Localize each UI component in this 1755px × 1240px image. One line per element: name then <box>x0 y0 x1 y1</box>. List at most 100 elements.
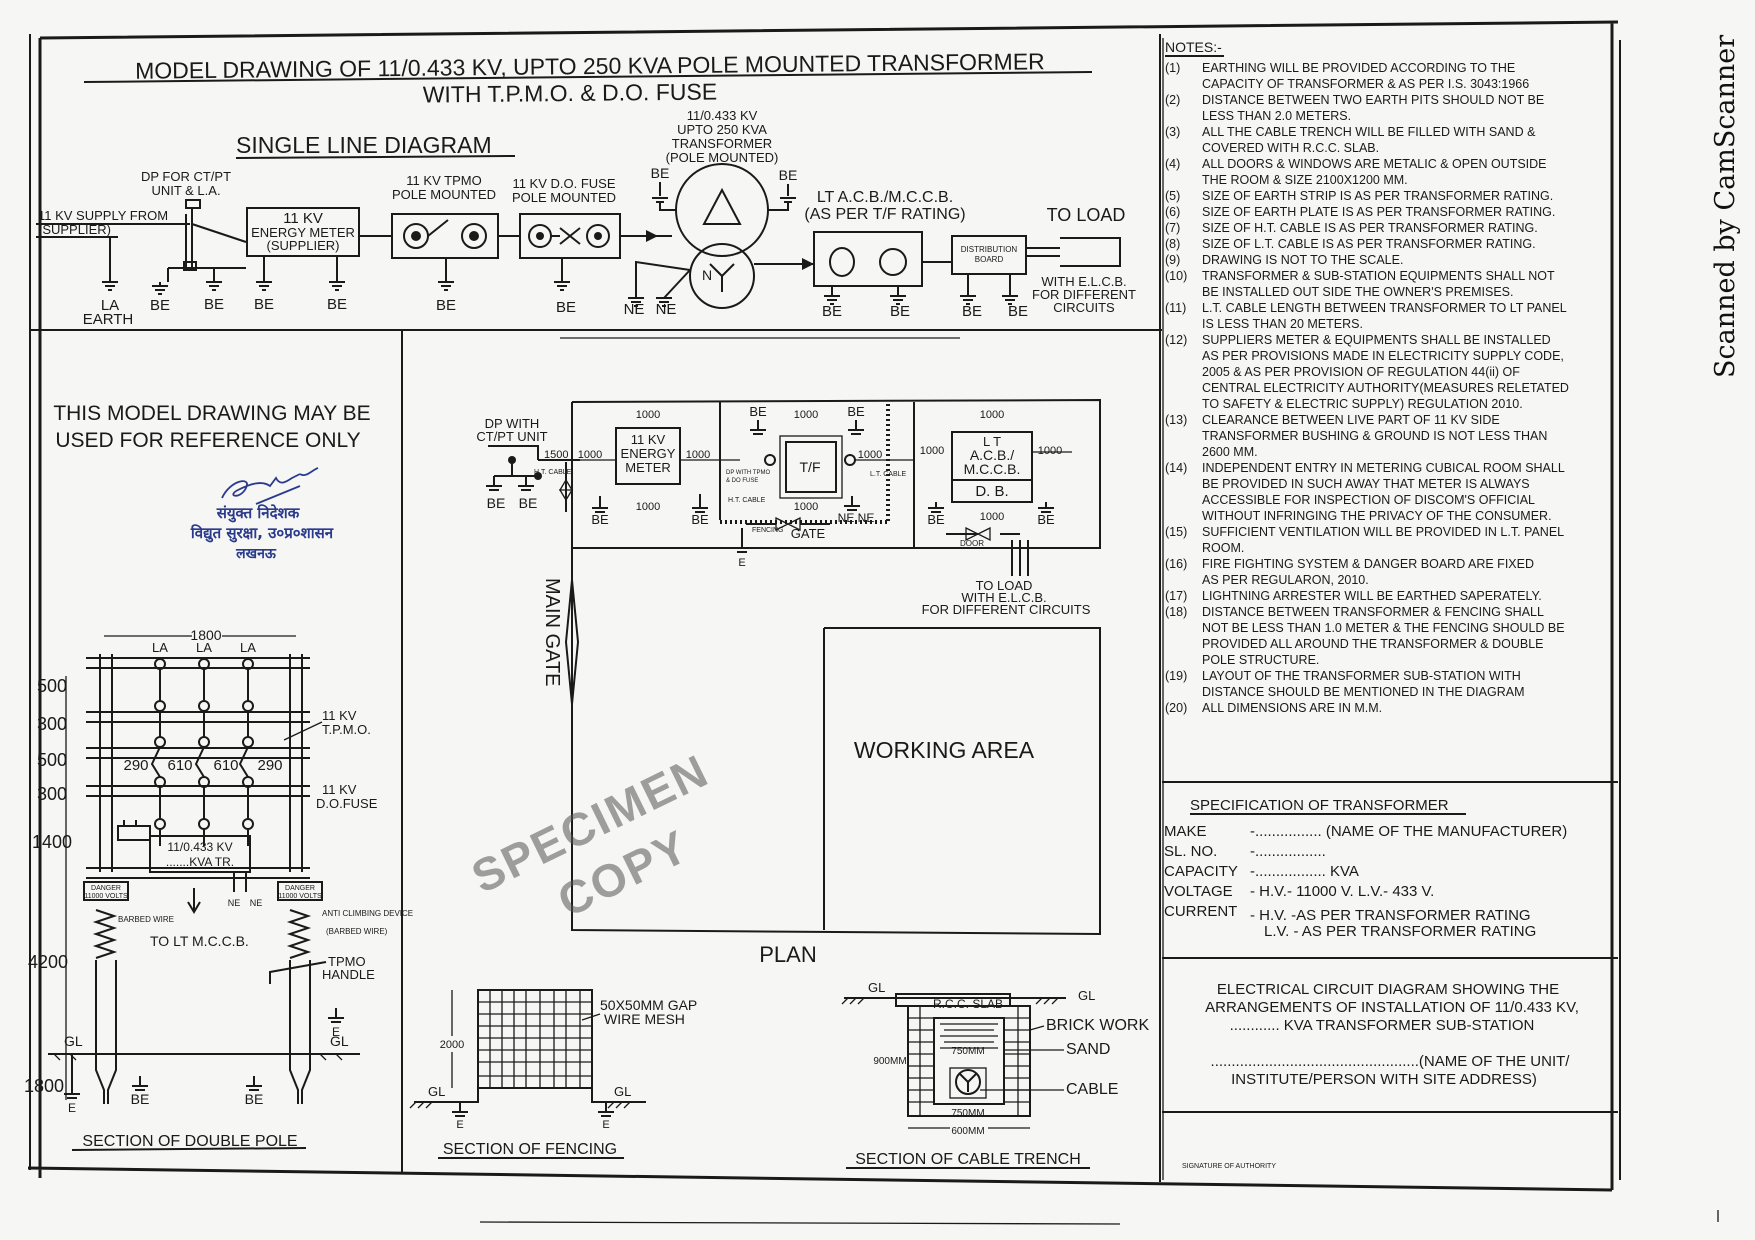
note-number: (5) <box>1165 189 1180 203</box>
single-line-diagram: SINGLE LINE DIAGRAM 11 KV SUPPLY FROM (S… <box>36 108 1136 328</box>
cable-trench-section: R.C.C. SLAB GL GL 750MM 750MM 600MM 900M… <box>841 980 1149 1169</box>
plan-panel-be-2: BE <box>1037 512 1055 527</box>
note-line: CLEARANCE BETWEEN LIVE PART OF 11 KV SID… <box>1202 413 1500 427</box>
dp-dim-6: 4200 <box>28 952 68 972</box>
plan-acb-1: L T <box>983 434 1001 449</box>
note-line: ROOM. <box>1202 541 1244 555</box>
note-number: (6) <box>1165 205 1180 219</box>
circuit-panel: ELECTRICAL CIRCUIT DIAGRAM SHOWING THE A… <box>1182 981 1579 1170</box>
note-line: TRANSFORMER BUSHING & GROUND IS NOT LESS… <box>1202 429 1547 443</box>
note-number: (20) <box>1165 701 1187 715</box>
note-line: SUPPLIERS METER & EQUIPMENTS SHALL BE IN… <box>1202 333 1551 347</box>
sld-tf-1: 11/0.433 KV <box>687 108 758 123</box>
note-line: DISTANCE SHOULD BE MENTIONED IN THE DIAG… <box>1202 685 1525 699</box>
note-line: CENTRAL ELECTRICITY AUTHORITY(MEASURES R… <box>1202 381 1569 395</box>
sld-energy-meter <box>246 207 360 257</box>
plan-dp-tpmo-1: DP WITH TPMO <box>726 470 770 476</box>
trench-gl-left: GL <box>868 980 885 995</box>
dp-danger-right-2: 11000 VOLTS <box>278 893 322 900</box>
trench-w750-top: 750MM <box>951 1046 984 1057</box>
plan-meter-1: 11 KV <box>631 432 666 447</box>
reference-line-1: THIS MODEL DRAWING MAY BE <box>53 402 370 425</box>
plan-dp-be-1: BE <box>487 495 506 511</box>
plan-tf-ne-1: NE <box>838 511 855 525</box>
spec-label: MAKE <box>1164 823 1207 840</box>
dp-ne-2: NE <box>250 898 263 908</box>
note-line: LIGHTNING ARRESTER WILL BE EARTHED SAPER… <box>1202 589 1542 603</box>
dp-tr-2: .......KVA TR. <box>166 855 234 869</box>
note-number: (2) <box>1165 93 1180 107</box>
sld-transformer-hv <box>675 163 769 257</box>
notes-heading: NOTES:- <box>1165 39 1222 55</box>
note-line: SIZE OF EARTH STRIP IS AS PER TRANSFORME… <box>1202 189 1553 203</box>
plan-meter-be-1: BE <box>591 512 609 527</box>
dp-handle-1: TPMO <box>328 954 366 969</box>
sld-be-9: BE <box>962 303 982 320</box>
plan-dim-bottom-2: 1000 <box>794 501 818 513</box>
dp-spacing-3: 610 <box>213 757 238 774</box>
plan-dim-bottom-1: 1000 <box>636 501 660 513</box>
dp-danger-left-1: DANGER <box>91 885 121 892</box>
spec-label: CAPACITY <box>1164 863 1238 880</box>
sld-transformer-lv <box>689 243 755 309</box>
dp-e-right: E <box>332 1025 340 1039</box>
dp-la-insulators <box>150 658 254 846</box>
notes-panel: NOTES:- (1)EARTHING WILL BE PROVIDED ACC… <box>1165 39 1569 715</box>
trench-depth: 900MM <box>873 1056 906 1067</box>
trench-sand: SAND <box>1066 1041 1110 1058</box>
note-number: (14) <box>1165 461 1187 475</box>
trench-w600: 600MM <box>951 1126 984 1137</box>
spec-panel: SPECIFICATION OF TRANSFORMER MAKE-......… <box>1164 797 1567 940</box>
plan-dim-1500: 1500 <box>544 449 568 461</box>
note-line: DISTANCE BETWEEN TWO EARTH PITS SHOULD N… <box>1202 93 1544 107</box>
spec-label: SL. NO. <box>1164 843 1217 860</box>
spec-value: -................. <box>1250 843 1326 860</box>
plan-main-gate-label: MAIN GATE <box>541 578 563 687</box>
dp-be-right: BE <box>245 1091 264 1107</box>
authority-signature <box>221 467 319 505</box>
note-line: EARTHING WILL BE PROVIDED ACCORDING TO T… <box>1202 61 1515 75</box>
sld-dp-2: UNIT & L.A. <box>151 183 220 198</box>
plan-dim-top-3: 1000 <box>980 409 1004 421</box>
spec-heading: SPECIFICATION OF TRANSFORMER <box>1190 797 1449 814</box>
note-number: (4) <box>1165 157 1180 171</box>
sld-be-1: BE <box>150 297 170 314</box>
trench-w750-bot: 750MM <box>951 1108 984 1119</box>
spec-value: - H.V.- 11000 V. L.V.- 433 V. <box>1250 883 1434 900</box>
trench-brick-wall <box>907 1005 1031 1117</box>
fencing-mesh-1: 50X50MM GAP <box>600 997 697 1013</box>
plan-working-area: WORKING AREA <box>854 737 1035 763</box>
note-line: 2600 MM. <box>1202 445 1258 459</box>
note-line: BE PROVIDED IN SUCH AWAY THAT METER IS A… <box>1202 477 1530 491</box>
dp-ne-1: NE <box>228 898 241 908</box>
sld-be-10: BE <box>1008 303 1028 320</box>
spec-value: L.V. - AS PER TRANSFORMER RATING <box>1264 923 1536 940</box>
dp-dim-4: 300 <box>37 784 67 804</box>
dp-la-1: LA <box>152 640 168 655</box>
plan-acb-2: A.C.B./ <box>970 447 1014 463</box>
plan-load-3: FOR DIFFERENT CIRCUITS <box>922 602 1091 617</box>
note-line: DISTANCE BETWEEN TRANSFORMER & FENCING S… <box>1202 605 1544 619</box>
spec-list: MAKE-................ (NAME OF THE MANUF… <box>1164 823 1567 940</box>
dp-be-left: BE <box>131 1091 150 1107</box>
note-number: (3) <box>1165 125 1180 139</box>
sld-neutral: N <box>702 267 712 283</box>
sld-be-8: BE <box>890 303 910 320</box>
dp-dim-1: 500 <box>37 676 67 696</box>
note-number: (15) <box>1165 525 1187 539</box>
circuit-line-1: ELECTRICAL CIRCUIT DIAGRAM SHOWING THE <box>1217 981 1559 998</box>
note-line: LESS THAN 2.0 METERS. <box>1202 109 1351 123</box>
sld-dp-1: DP FOR CT/PT <box>141 169 231 184</box>
dp-danger-right-1: DANGER <box>285 885 315 892</box>
dp-dim-3: 500 <box>37 750 67 770</box>
plan-dp-1: DP WITH <box>485 416 540 431</box>
note-line: THE ROOM & SIZE 2100X1200 MM. <box>1202 173 1408 187</box>
scanner-watermark: Scanned by CamScanner <box>1710 35 1741 378</box>
reference-line-2: USED FOR REFERENCE ONLY <box>55 429 360 452</box>
dp-spacing-2: 610 <box>167 757 192 774</box>
dp-handle-2: HANDLE <box>322 967 375 982</box>
double-pole-section: 1800 LA LA LA 290 610 <box>24 627 413 1151</box>
dp-gl-right: GL <box>330 1033 349 1049</box>
plan-acb-3: M.C.C.B. <box>964 461 1021 477</box>
